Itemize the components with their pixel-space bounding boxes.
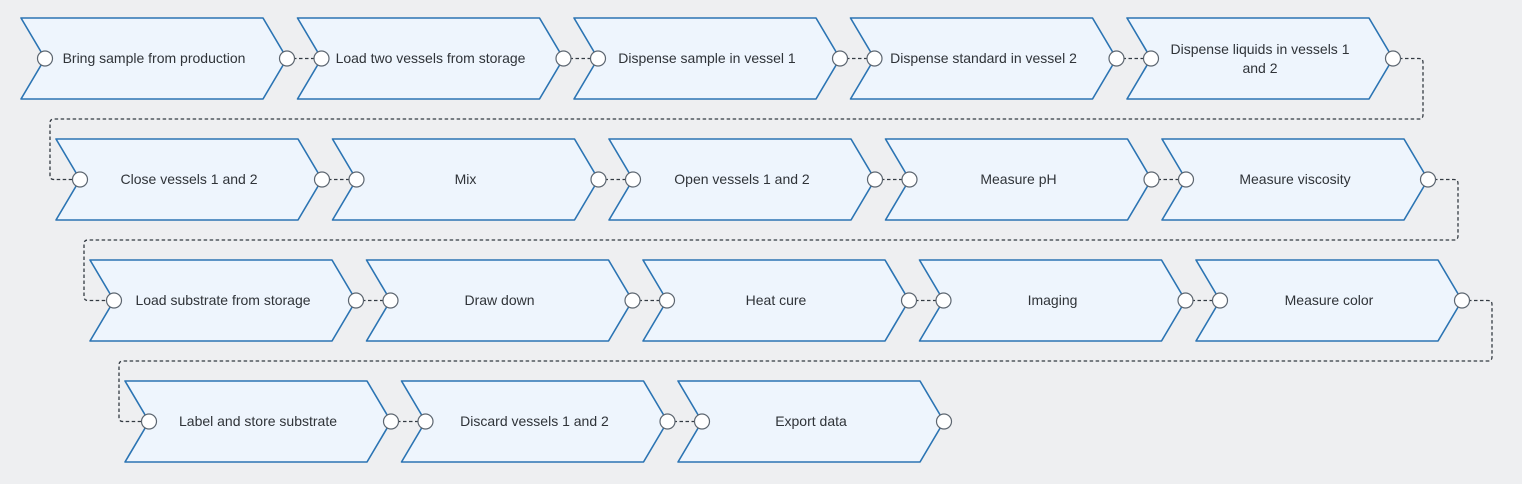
input-port[interactable]	[140, 413, 158, 430]
step-layer	[20, 17, 1463, 463]
connector-layer	[49, 57, 1493, 423]
output-port[interactable]	[900, 292, 918, 309]
input-port[interactable]	[382, 292, 399, 309]
output-port[interactable]	[1143, 171, 1160, 188]
step-node[interactable]	[331, 138, 600, 221]
step-node[interactable]	[124, 380, 392, 463]
connector-line	[83, 178, 1459, 302]
input-port[interactable]	[348, 171, 365, 188]
input-port[interactable]	[658, 292, 676, 309]
output-port[interactable]	[313, 171, 331, 188]
output-port[interactable]	[1177, 292, 1194, 309]
output-port[interactable]	[590, 171, 607, 188]
output-port[interactable]	[935, 413, 953, 430]
input-port[interactable]	[1142, 50, 1160, 67]
input-port[interactable]	[866, 50, 883, 67]
step-node[interactable]	[849, 17, 1118, 100]
step-node[interactable]	[573, 17, 841, 100]
step-node[interactable]	[642, 259, 910, 342]
output-port[interactable]	[555, 50, 572, 67]
port-layer	[36, 50, 1471, 430]
input-port[interactable]	[935, 292, 952, 309]
output-port[interactable]	[831, 50, 849, 67]
step-node[interactable]	[677, 380, 945, 463]
input-port[interactable]	[589, 50, 607, 67]
input-port[interactable]	[1177, 171, 1195, 188]
connector-line	[118, 299, 1493, 423]
output-port[interactable]	[347, 292, 365, 309]
output-port[interactable]	[1453, 292, 1471, 309]
output-port[interactable]	[659, 413, 676, 430]
input-port[interactable]	[1211, 292, 1229, 309]
step-node[interactable]	[1161, 138, 1429, 221]
input-port[interactable]	[71, 171, 89, 188]
input-port[interactable]	[901, 171, 918, 188]
step-node[interactable]	[1195, 259, 1463, 342]
output-port[interactable]	[1419, 171, 1437, 188]
step-node[interactable]	[1126, 17, 1394, 100]
output-port[interactable]	[1108, 50, 1125, 67]
output-port[interactable]	[866, 171, 884, 188]
output-port[interactable]	[382, 413, 400, 430]
input-port[interactable]	[624, 171, 642, 188]
input-port[interactable]	[693, 413, 711, 430]
connector-line	[49, 57, 1424, 181]
input-port[interactable]	[313, 50, 330, 67]
step-node[interactable]	[400, 380, 669, 463]
step-node[interactable]	[89, 259, 357, 342]
input-port[interactable]	[417, 413, 434, 430]
step-node[interactable]	[55, 138, 323, 221]
step-node[interactable]	[296, 17, 565, 100]
step-node[interactable]	[365, 259, 634, 342]
output-port[interactable]	[624, 292, 641, 309]
step-node[interactable]	[918, 259, 1187, 342]
output-port[interactable]	[278, 50, 296, 67]
step-node[interactable]	[20, 17, 288, 100]
output-port[interactable]	[1384, 50, 1402, 67]
input-port[interactable]	[36, 50, 54, 67]
step-node[interactable]	[884, 138, 1153, 221]
step-node[interactable]	[608, 138, 876, 221]
input-port[interactable]	[105, 292, 123, 309]
